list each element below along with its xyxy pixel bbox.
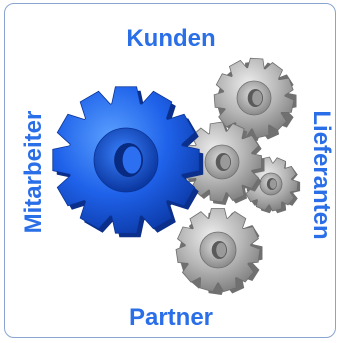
label-partner: Partner bbox=[128, 304, 214, 331]
gray-gear-bottom bbox=[175, 208, 263, 295]
gray-gear-top bbox=[213, 57, 297, 141]
label-kunden: Kunden bbox=[126, 25, 216, 52]
gray-gear-right bbox=[243, 156, 301, 214]
gray-gear-middle bbox=[181, 121, 265, 205]
blue-main-gear bbox=[52, 86, 204, 238]
label-lieferanten: Lieferanten bbox=[308, 110, 335, 240]
label-mitarbeiter: Mitarbeiter bbox=[20, 110, 47, 234]
